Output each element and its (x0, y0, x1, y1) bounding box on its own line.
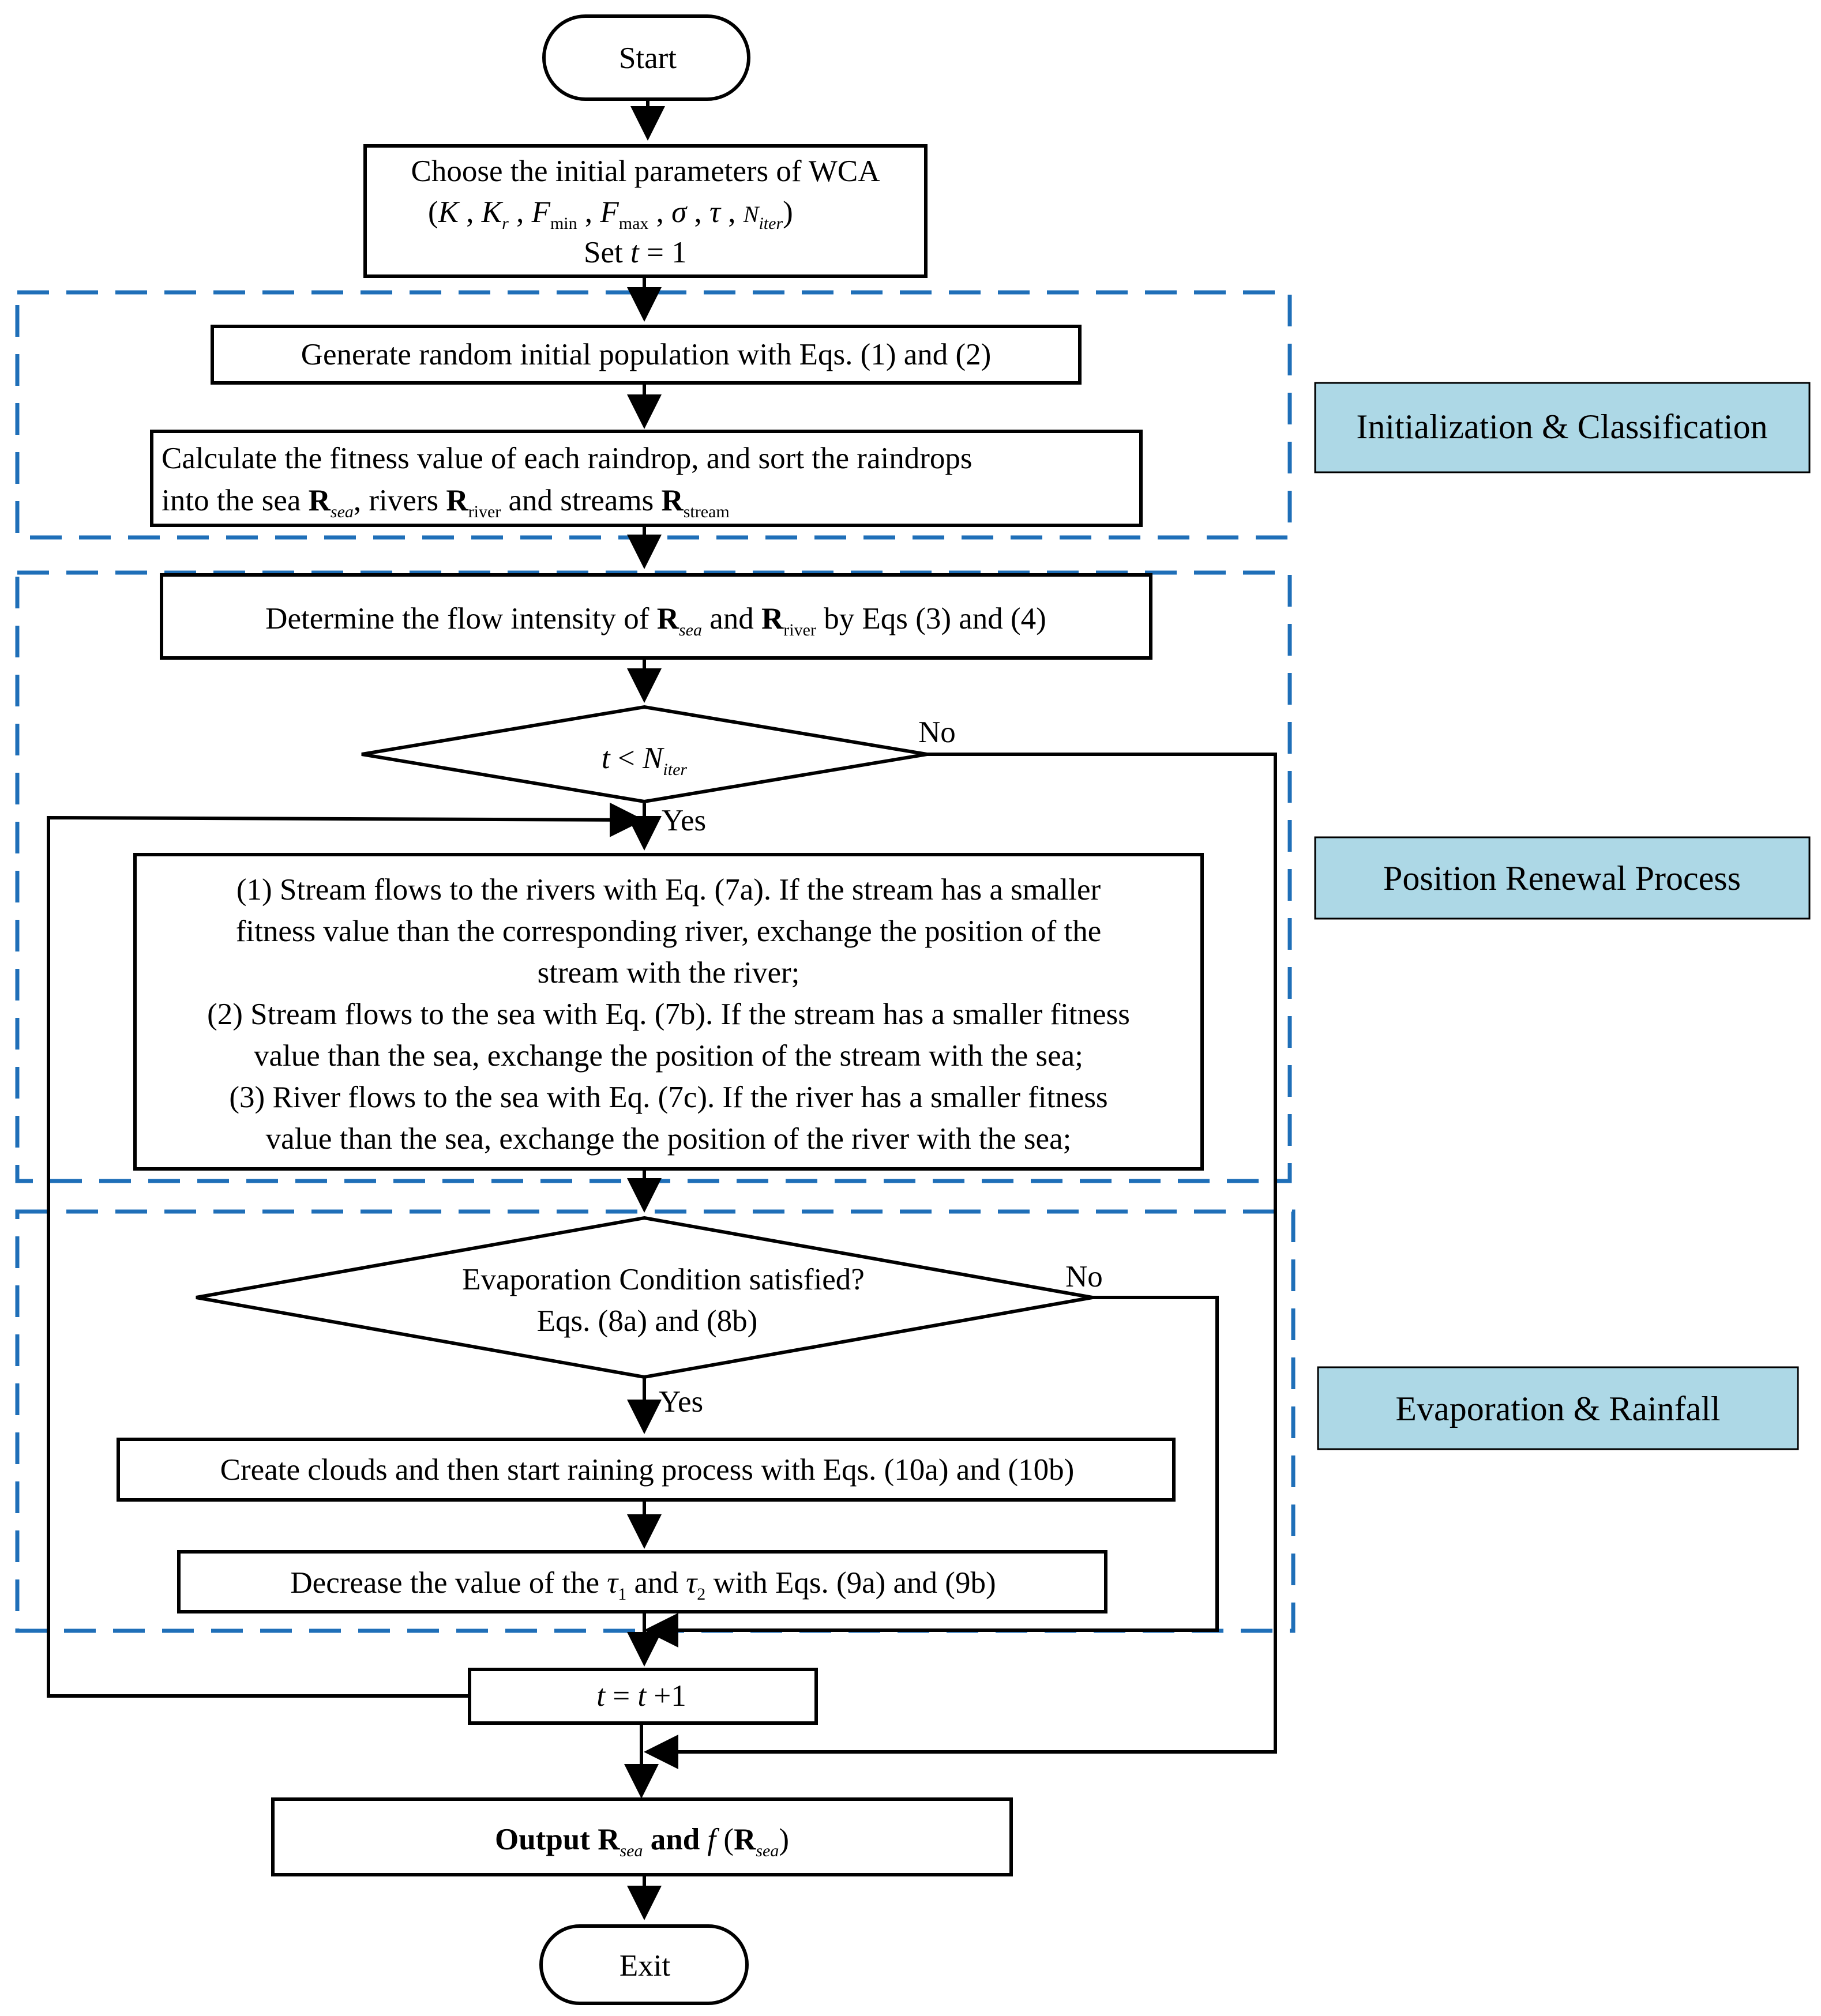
svg-text:Choose the initial parameters: Choose the initial parameters of WCA (411, 155, 880, 188)
svg-text:into the sea Rsea, rivers Rr: into the sea Rsea, rivers Rriver and str… (162, 484, 730, 521)
iteration-condition: t < Niter (361, 705, 928, 804)
flow-intensity-box: Determine the flow intensity of Rsea and… (160, 573, 1152, 660)
svg-text:Start: Start (619, 42, 677, 75)
svg-text:t < Niter: t < Niter (602, 742, 687, 779)
edge-label-no-2: No (1065, 1260, 1103, 1293)
edge-condition-no (644, 753, 1277, 1769)
svg-text:value than the sea, exchange t: value than the sea, exchange the positio… (266, 1122, 1072, 1156)
calculate-box: Calculate the fitness value of each rain… (150, 430, 1143, 527)
svg-text:Eqs. (8a) and (8b): Eqs. (8a) and (8b) (537, 1304, 758, 1338)
svg-text:t = t +1: t = t +1 (596, 1679, 686, 1713)
phase-label-position: Position Renewal Process (1314, 836, 1811, 920)
init-region (15, 290, 1292, 540)
connectors (47, 101, 1277, 1920)
svg-text:(3) River flows to the sea wit: (3) River flows to the sea with Eq. (7c)… (229, 1081, 1107, 1114)
output-box: Output Rsea and f (Rsea) (271, 1797, 1013, 1876)
svg-text:Determine the flow intensity o: Determine the flow intensity of Rsea and… (265, 602, 1046, 640)
start-node: Start (542, 14, 750, 101)
evaporation-condition: Evaporation Condition satisfied? Eqs. (8… (196, 1216, 1093, 1379)
svg-text:Generate random initial popula: Generate random initial population with … (301, 338, 992, 371)
svg-text:(1) Stream flows to the rivers: (1) Stream flows to the rivers with Eq. … (236, 873, 1101, 907)
init-params-box: Choose the initial parameters of WCA (K … (363, 144, 928, 278)
svg-text:value than the sea, exchange t: value than the sea, exchange the positio… (254, 1039, 1083, 1073)
create-clouds-box: Create clouds and then start raining pro… (117, 1438, 1176, 1502)
svg-text:fitness value than the corresp: fitness value than the corresponding riv… (236, 915, 1102, 948)
edge-loop-back (47, 802, 644, 1698)
edge-label-yes-1: Yes (662, 804, 706, 837)
phase-label-evaporation: Evaporation & Rainfall (1317, 1366, 1799, 1450)
phase-label-init: Initialization & Classification (1314, 382, 1811, 473)
svg-text:Output Rsea and f (Rsea): Output Rsea and f (Rsea) (495, 1823, 789, 1860)
svg-text:Position Renewal Process: Position Renewal Process (1383, 859, 1741, 897)
svg-text:Set t = 1: Set t = 1 (584, 236, 687, 269)
param-list: (K , Kr , Fmin , Fmax , σ , τ , Niter) (428, 195, 793, 233)
edge-label-yes-2: Yes (659, 1385, 703, 1419)
svg-text:(2) Stream flows to the sea wi: (2) Stream flows to the sea with Eq. (7b… (207, 998, 1130, 1031)
decrease-tau-box: Decrease the value of the τ1 and τ2 with… (177, 1550, 1107, 1613)
svg-text:Create clouds and then start r: Create clouds and then start raining pro… (220, 1453, 1075, 1487)
svg-text:Evaporation & Rainfall: Evaporation & Rainfall (1395, 1390, 1720, 1428)
edge-label-no-1: No (918, 716, 956, 749)
increment-box: t = t +1 (468, 1668, 818, 1725)
svg-text:Calculate the fitness value of: Calculate the fitness value of each rain… (162, 442, 972, 475)
svg-text:Decrease the value of the τ1: Decrease the value of the τ1 and τ2 with… (290, 1566, 996, 1604)
svg-text:Initialization & Classificatio: Initialization & Classification (1356, 408, 1767, 446)
position-update-box: (1) Stream flows to the rivers with Eq. … (133, 853, 1204, 1171)
svg-text:stream with the river;: stream with the river; (538, 956, 800, 990)
svg-text:Evaporation Condition satisfie: Evaporation Condition satisfied? (462, 1263, 865, 1296)
svg-text:Exit: Exit (619, 1949, 671, 1983)
edge-evap-no (644, 1296, 1219, 1648)
generate-box: Generate random initial population with … (211, 325, 1082, 385)
exit-node: Exit (539, 1924, 749, 2005)
